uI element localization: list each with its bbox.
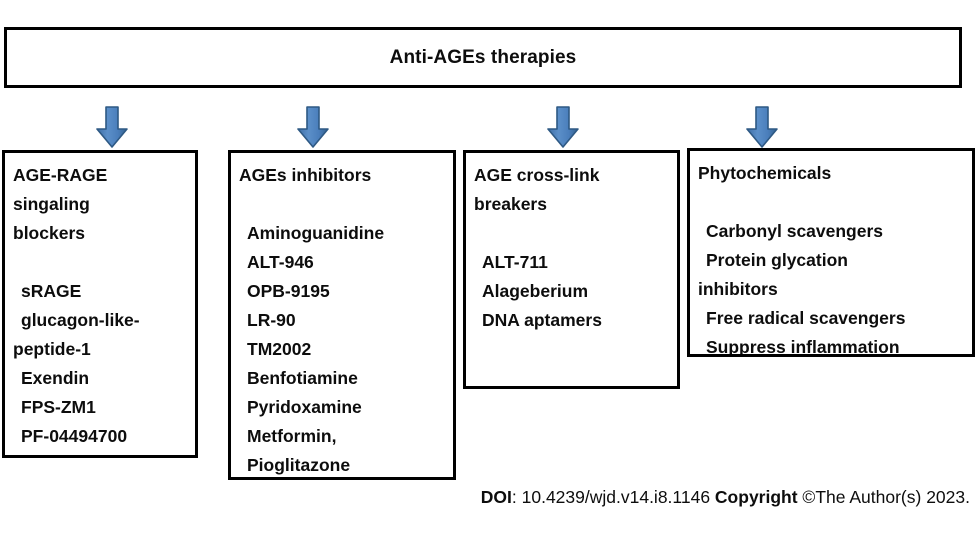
list-item: PF-04494700 (21, 426, 128, 446)
down-arrow-icon (93, 106, 131, 148)
category-heading: AGE cross-link breakers (474, 165, 600, 214)
down-arrow-icon (294, 106, 332, 148)
list-item: Benfotiamine (247, 368, 358, 388)
doi-label: DOI (480, 487, 512, 507)
list-item: TM2002 (247, 339, 312, 359)
category-item-list: Aminoguanidine ALT-946 OPB-9195 LR-90 TM… (239, 219, 447, 477)
list-item: ALT-711 (482, 252, 548, 272)
list-item: Exendin (21, 368, 90, 388)
list-item: sRAGE (21, 281, 82, 301)
down-arrow-icon (743, 106, 781, 148)
doi-value: : 10.4239/wjd.v14.i8.1146 (511, 487, 715, 507)
category-heading: AGEs inhibitors (239, 165, 372, 185)
category-box-ages-inhibitors: AGEs inhibitors Aminoguanidine ALT-946 O… (228, 150, 456, 480)
down-arrow-icon (544, 106, 582, 148)
figure-footer: DOI: 10.4239/wjd.v14.i8.1146 Copyright ©… (0, 487, 970, 508)
list-item: LR-90 (247, 310, 296, 330)
title-box: Anti-AGEs therapies (4, 27, 962, 88)
list-item: Pyridoxamine (247, 397, 362, 417)
spacer (239, 190, 447, 219)
list-item: Protein glycation inhibitors (698, 250, 848, 299)
copyright-value: ©The Author(s) 2023. (797, 487, 970, 507)
list-item: Aminoguanidine (247, 223, 385, 243)
category-item-list: Carbonyl scavengers Protein glycation in… (698, 217, 966, 357)
copyright-label: Copyright (714, 487, 798, 507)
category-heading: Phytochemicals (698, 163, 832, 183)
list-item: Alageberium (482, 281, 588, 301)
list-item: glucagon-like- peptide-1 (13, 310, 140, 359)
list-item: FPS-ZM1 (21, 397, 96, 417)
category-item-list: sRAGE glucagon-like- peptide-1 Exendin F… (13, 277, 189, 451)
list-item: Suppress inflammation (706, 337, 900, 357)
list-item: ALT-946 (247, 252, 314, 272)
category-box-phytochemicals: Phytochemicals Carbonyl scavengers Prote… (687, 148, 975, 357)
list-item: Metformin, (247, 426, 337, 446)
page-title: Anti-AGEs therapies (389, 46, 577, 68)
category-box-age-rage-signaling-blockers: AGE-RAGE singaling blockers sRAGE glucag… (2, 150, 198, 458)
spacer (698, 188, 966, 217)
list-item: DNA aptamers (482, 310, 602, 330)
category-heading: AGE-RAGE singaling blockers (13, 165, 108, 243)
list-item: Free radical scavengers (706, 308, 906, 328)
category-box-age-cross-link-breakers: AGE cross-link breakers ALT-711 Alageber… (463, 150, 680, 389)
category-item-list: ALT-711 Alageberium DNA aptamers (474, 248, 671, 335)
list-item: Carbonyl scavengers (706, 221, 884, 241)
spacer (474, 219, 671, 248)
list-item: OPB-9195 (247, 281, 330, 301)
spacer (13, 248, 189, 277)
list-item: Pioglitazone (247, 455, 351, 475)
